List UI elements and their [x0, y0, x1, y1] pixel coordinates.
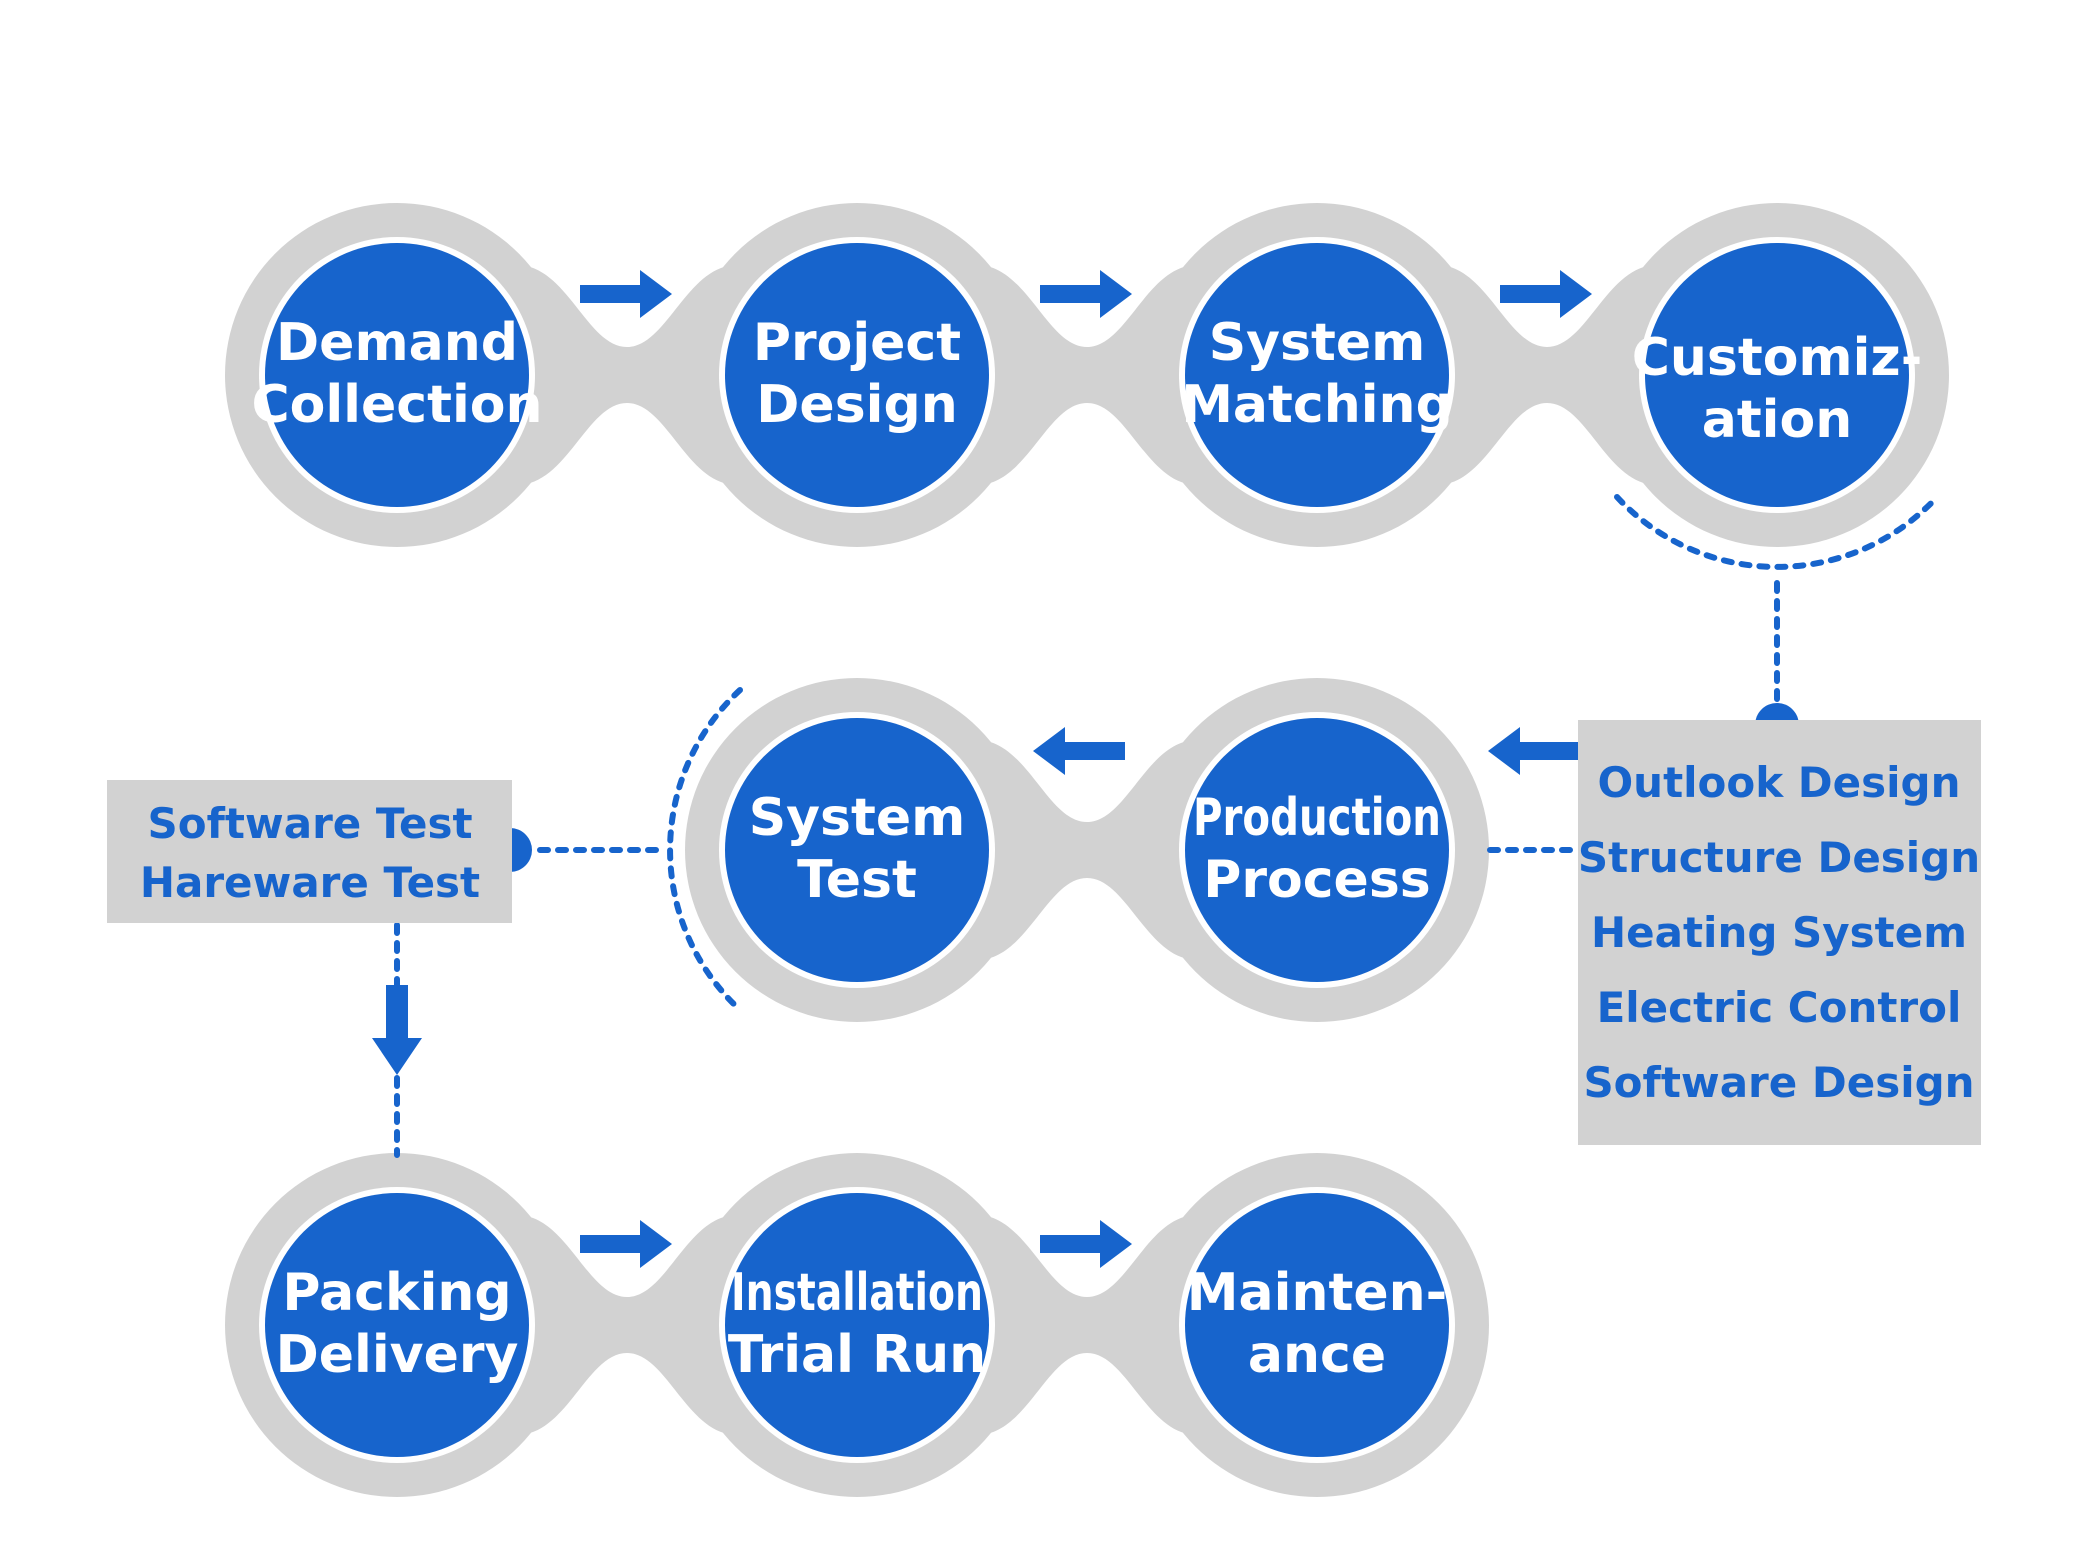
detail-item: Electric Control — [1597, 983, 1962, 1032]
step-label: Delivery — [276, 1325, 519, 1385]
step-customization[interactable]: Customiz- ation — [1605, 203, 1949, 547]
arrow-right-icon — [580, 270, 672, 318]
track-bridge — [517, 265, 737, 485]
step-label: Design — [756, 375, 957, 435]
step-maintenance[interactable]: Mainten- ance — [1145, 1153, 1489, 1497]
step-label: Customiz- — [1632, 328, 1923, 388]
step-label: Collection — [251, 375, 542, 435]
step-label: System — [1209, 313, 1426, 373]
step-system-matching[interactable]: System Matching — [1145, 203, 1489, 547]
track-bridge — [517, 1215, 737, 1435]
arrow-left-icon — [1033, 727, 1125, 775]
detail-item: Software Design — [1583, 1058, 1974, 1107]
track-bridge — [1437, 265, 1657, 485]
detail-item: Structure Design — [1578, 833, 1980, 882]
arrow-down-icon — [372, 985, 422, 1075]
detail-item: Software Test — [147, 799, 472, 848]
step-label: ation — [1702, 390, 1853, 450]
step-label: Installation — [731, 1263, 983, 1323]
arrow-right-icon — [1040, 1220, 1132, 1268]
step-demand-collection[interactable]: Demand Collection — [225, 203, 569, 547]
dotted-connectors — [394, 494, 1940, 1158]
step-label: Project — [753, 313, 961, 373]
step-label: Packing — [282, 1263, 511, 1323]
track-bridge — [977, 740, 1197, 960]
step-installation-trial-run[interactable]: Installation Trial Run — [685, 1153, 1029, 1497]
step-label: Test — [797, 850, 917, 910]
step-system-test[interactable]: System Test — [685, 678, 1029, 1022]
step-label: Demand — [276, 313, 518, 373]
arrow-right-icon — [580, 1220, 672, 1268]
detail-item: Heating System — [1591, 908, 1967, 957]
arrow-right-icon — [1500, 270, 1592, 318]
step-label: ance — [1248, 1325, 1386, 1385]
customization-detail-box: Outlook Design Structure Design Heating … — [1578, 720, 1981, 1145]
step-project-design[interactable]: Project Design — [685, 203, 1029, 547]
step-label: System — [749, 788, 966, 848]
test-detail-box: Software Test Hareware Test — [107, 780, 512, 923]
arrow-right-icon — [1040, 270, 1132, 318]
track-bridge — [977, 1215, 1197, 1435]
arrow-left-icon — [1488, 727, 1580, 775]
step-label: Matching — [1181, 375, 1453, 435]
track-bridge — [977, 265, 1197, 485]
step-label: Mainten- — [1187, 1263, 1447, 1323]
step-label: Production — [1193, 788, 1441, 848]
detail-item: Hareware Test — [140, 858, 480, 907]
detail-item: Outlook Design — [1597, 758, 1960, 807]
step-production-process[interactable]: Production Process — [1145, 678, 1489, 1022]
track-layer — [517, 265, 1657, 1435]
step-packing-delivery[interactable]: Packing Delivery — [225, 1153, 569, 1497]
step-label: Trial Run — [728, 1325, 986, 1385]
step-label: Process — [1203, 850, 1430, 910]
